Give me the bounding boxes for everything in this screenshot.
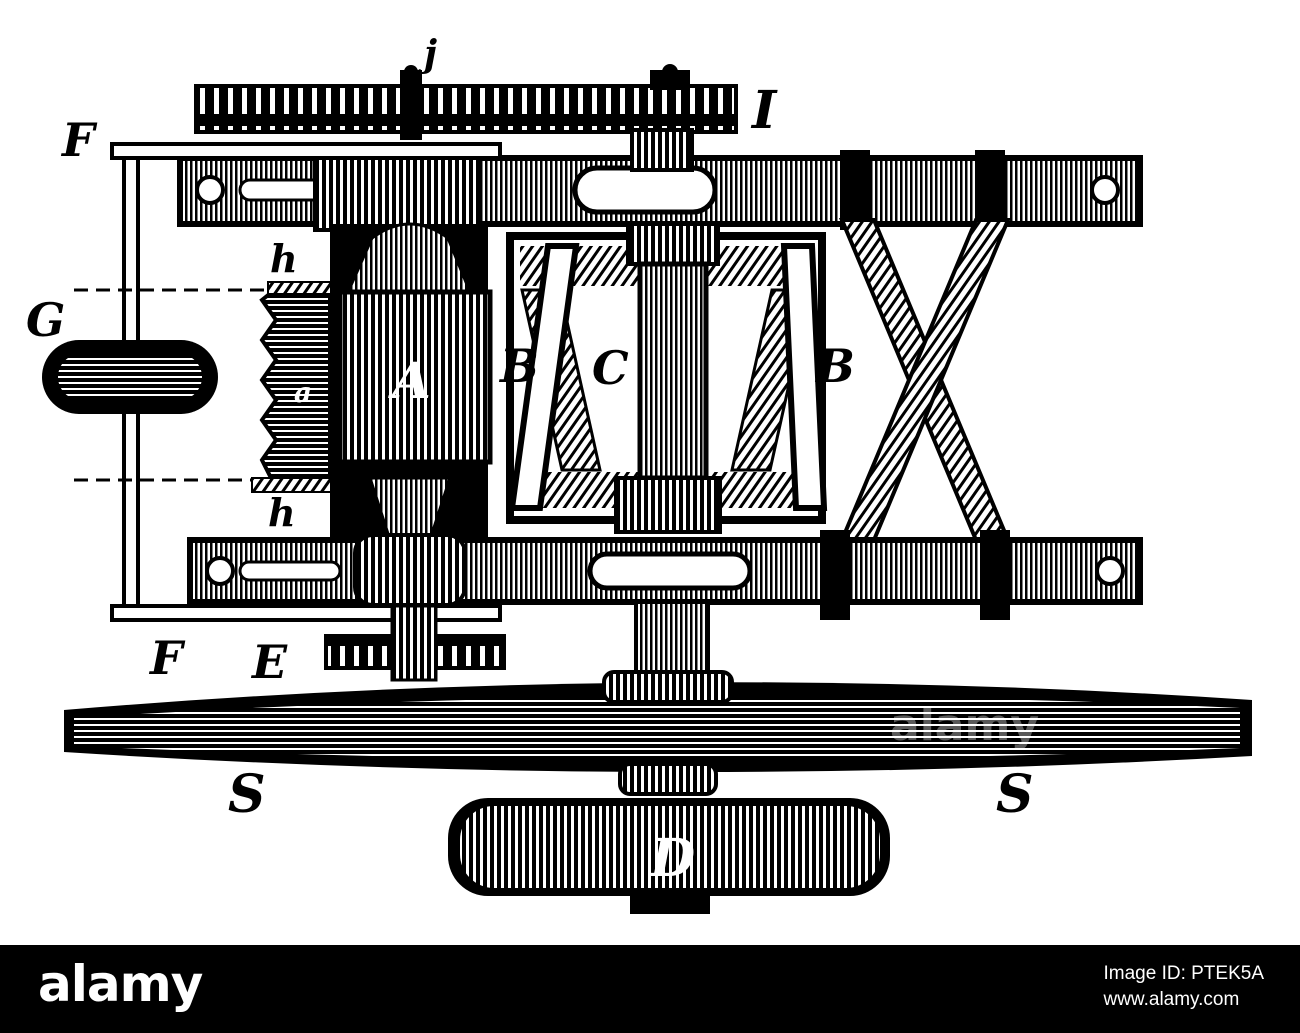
label-B-left: B	[498, 339, 539, 393]
top-gear-wheel	[194, 64, 738, 140]
image-meta: Image ID: PTEK5A www.alamy.com	[1103, 961, 1264, 1013]
stock-footer-bar: alamy Image ID: PTEK5A www.alamy.com	[0, 945, 1300, 1033]
alamy-logo[interactable]: alamy	[38, 955, 203, 1013]
label-F-top: F	[60, 113, 98, 167]
label-G: G	[26, 293, 65, 347]
label-D: D	[648, 828, 695, 889]
label-j: j	[418, 33, 437, 75]
small-gear-E	[324, 604, 506, 682]
upper-frame-rail	[177, 148, 1143, 232]
label-E: E	[250, 635, 288, 689]
drum-D	[448, 798, 890, 914]
image-id-text: Image ID: PTEK5A	[1103, 963, 1264, 984]
wheel-S	[64, 670, 1252, 796]
label-S-right: S	[996, 764, 1034, 825]
machine-engraving: j I F h G a A B C B h F E S S D	[26, 33, 1252, 914]
drum-A	[330, 222, 493, 544]
lower-shaft	[634, 600, 710, 680]
lower-frame-rail	[187, 530, 1143, 620]
handle-G	[42, 288, 330, 482]
label-C: C	[592, 341, 629, 395]
watermark: alamy	[890, 700, 1039, 751]
label-h-bottom: h	[268, 490, 296, 535]
label-A: A	[388, 351, 431, 410]
label-B-right: B	[814, 339, 855, 393]
label-I: I	[750, 80, 778, 141]
label-S-left: S	[228, 764, 266, 825]
site-url[interactable]: www.alamy.com	[1103, 989, 1240, 1010]
x-brace	[838, 218, 1012, 542]
shaft-C	[614, 128, 722, 534]
label-h-top: h	[270, 236, 298, 281]
label-F-bottom: F	[148, 631, 186, 685]
label-a: a	[294, 376, 312, 409]
